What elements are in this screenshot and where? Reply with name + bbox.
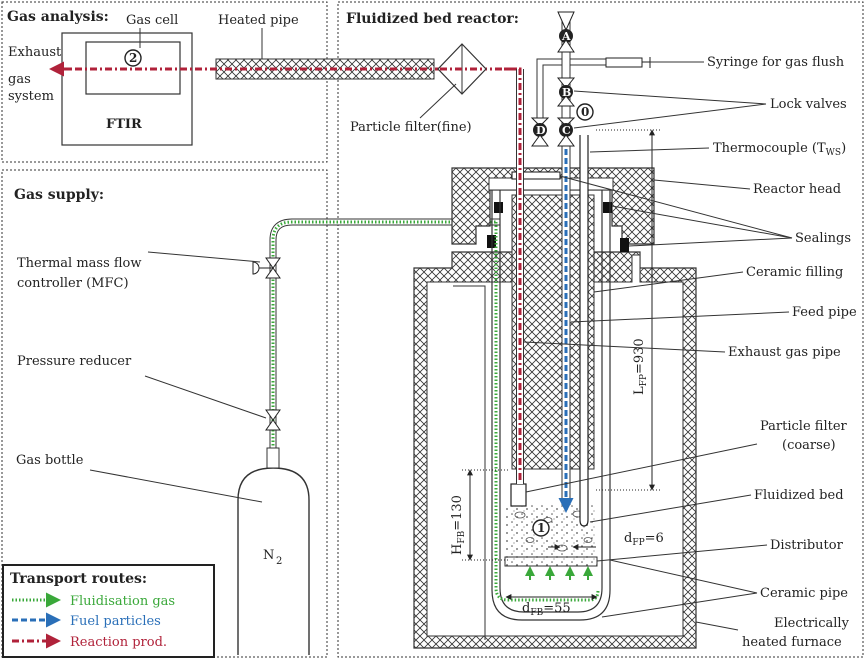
thermocouple-label: Thermocouple (TWS) [713,141,846,158]
fluidisation-route-supply [271,220,496,470]
thermocouple-leader [589,147,710,153]
sealing-right-lower [620,238,629,252]
exhaust-gas-pipe-label: Exhaust gas pipe [728,345,841,360]
marker-2-label: 2 [129,51,137,65]
dfb-label: dFB=55 [522,601,571,618]
sealings-label: Sealings [795,231,851,246]
distributor [504,556,598,567]
flush-line-inner [537,59,609,128]
gas-bottle-leader [89,469,263,503]
pressure-reducer-label: Pressure reducer [17,354,132,369]
particle-filter-coarse-label-1: Particle filter [760,419,848,434]
ceramic-pipe-leader-2 [601,592,758,618]
valve-a-label: A [561,30,571,43]
marker-0-label: 0 [581,105,589,119]
sealing-right [603,202,612,213]
legend-heading: Transport routes: [10,571,147,587]
syringe [605,57,651,68]
valve-a [557,11,575,53]
legend-fluid-label: Fluidisation gas [70,594,175,609]
gas-supply-heading: Gas supply: [14,187,104,203]
legend-fuel-label: Fuel particles [70,614,161,629]
lfp-label: LFP=930 [632,338,649,395]
lock-valves-label: Lock valves [770,97,847,112]
ceramic-filling-leader [593,271,744,293]
particle-filter-fine-leader [419,83,457,119]
sealings-leader-low [628,237,793,247]
exhaust-gas-pipe-leader [523,341,726,353]
particle-filter-coarse-leader [525,443,758,493]
mfc-valve [252,257,281,279]
valve-c-label: C [562,124,571,137]
particle-filter-fine [437,43,487,95]
gas-bottle-neck [266,447,280,469]
reactor-head-label: Reactor head [753,182,841,197]
heated-pipe-label: Heated pipe [218,13,299,28]
particle-filter-fine-label: Particle filter(fine) [350,120,472,135]
ceramic-filling-label: Ceramic filling [746,265,843,280]
valve-b [556,77,576,107]
syringe-label: Syringe for gas flush [707,55,845,70]
distributor-label: Distributor [770,538,844,553]
reactor-head-leader [653,179,751,190]
feed-pipe-label: Feed pipe [792,305,857,320]
gas-cell-label: Gas cell [126,13,178,28]
exhaust-line-1: Exhaust [8,45,62,60]
gas-bottle-label: Gas bottle [16,453,84,468]
particle-filter-coarse [510,483,527,507]
legend-reaction-label: Reaction prod. [70,635,167,650]
gas-analysis-panel [1,1,328,163]
ceramic-pipe-label: Ceramic pipe [760,586,848,601]
sealings-leader-mid [611,205,793,239]
gas-supply-panel [1,169,328,658]
sealing-top [511,171,561,180]
valve-d [530,117,550,147]
pressure-reducer-valve [265,409,281,431]
reaction-route-reactor [495,67,522,480]
valve-b-label: B [562,86,571,99]
marker-0 [576,103,594,121]
lock-valves-leader-b [573,90,767,105]
hfb-label: HFB=130 [450,495,467,555]
feed-pipe-leader [570,311,790,323]
gas-analysis-heading: Gas analysis: [7,9,109,25]
dfp-label: dFP=6 [624,531,664,548]
furnace-label-2: heated furnace [742,635,842,650]
fluidized-bed-leader [589,494,752,523]
sealings-leader-top [559,175,793,239]
exhaust-line-2: gas [8,72,31,87]
distributor-leader [596,544,768,562]
mfc-label-1: Thermal mass flow [17,256,142,271]
sealing-left [494,202,503,213]
ceramic-pipe-leader-1 [609,559,758,594]
mfc-label-2: controller (MFC) [17,276,129,291]
ftir-label: FTIR [106,117,142,132]
marker-1 [532,519,550,537]
particle-filter-coarse-label-2: (coarse) [782,438,836,453]
mfc-leader [147,251,261,263]
reactor-heading: Fluidized bed reactor: [346,11,519,27]
n2-label: N [263,548,274,563]
reactor-panel [337,1,864,658]
n2-subscript: 2 [276,556,282,567]
marker-1-label: 1 [537,521,545,535]
exhaust-line-3: system [8,89,54,104]
furnace-leader [695,621,739,631]
marker-2 [124,49,142,67]
furnace-label-1: Electrically [774,616,850,631]
valve-c [556,117,576,147]
valve-d-label: D [536,124,546,137]
reactor-head-flange [488,177,614,191]
ceramic-pipe-outer [491,190,611,621]
furnace-inner-line [453,285,486,640]
thermocouple [579,135,589,527]
pressure-reducer-leader [144,375,267,419]
fluidized-bed-label: Fluidized bed [754,488,844,503]
lock-valves-leader-c [573,103,767,129]
